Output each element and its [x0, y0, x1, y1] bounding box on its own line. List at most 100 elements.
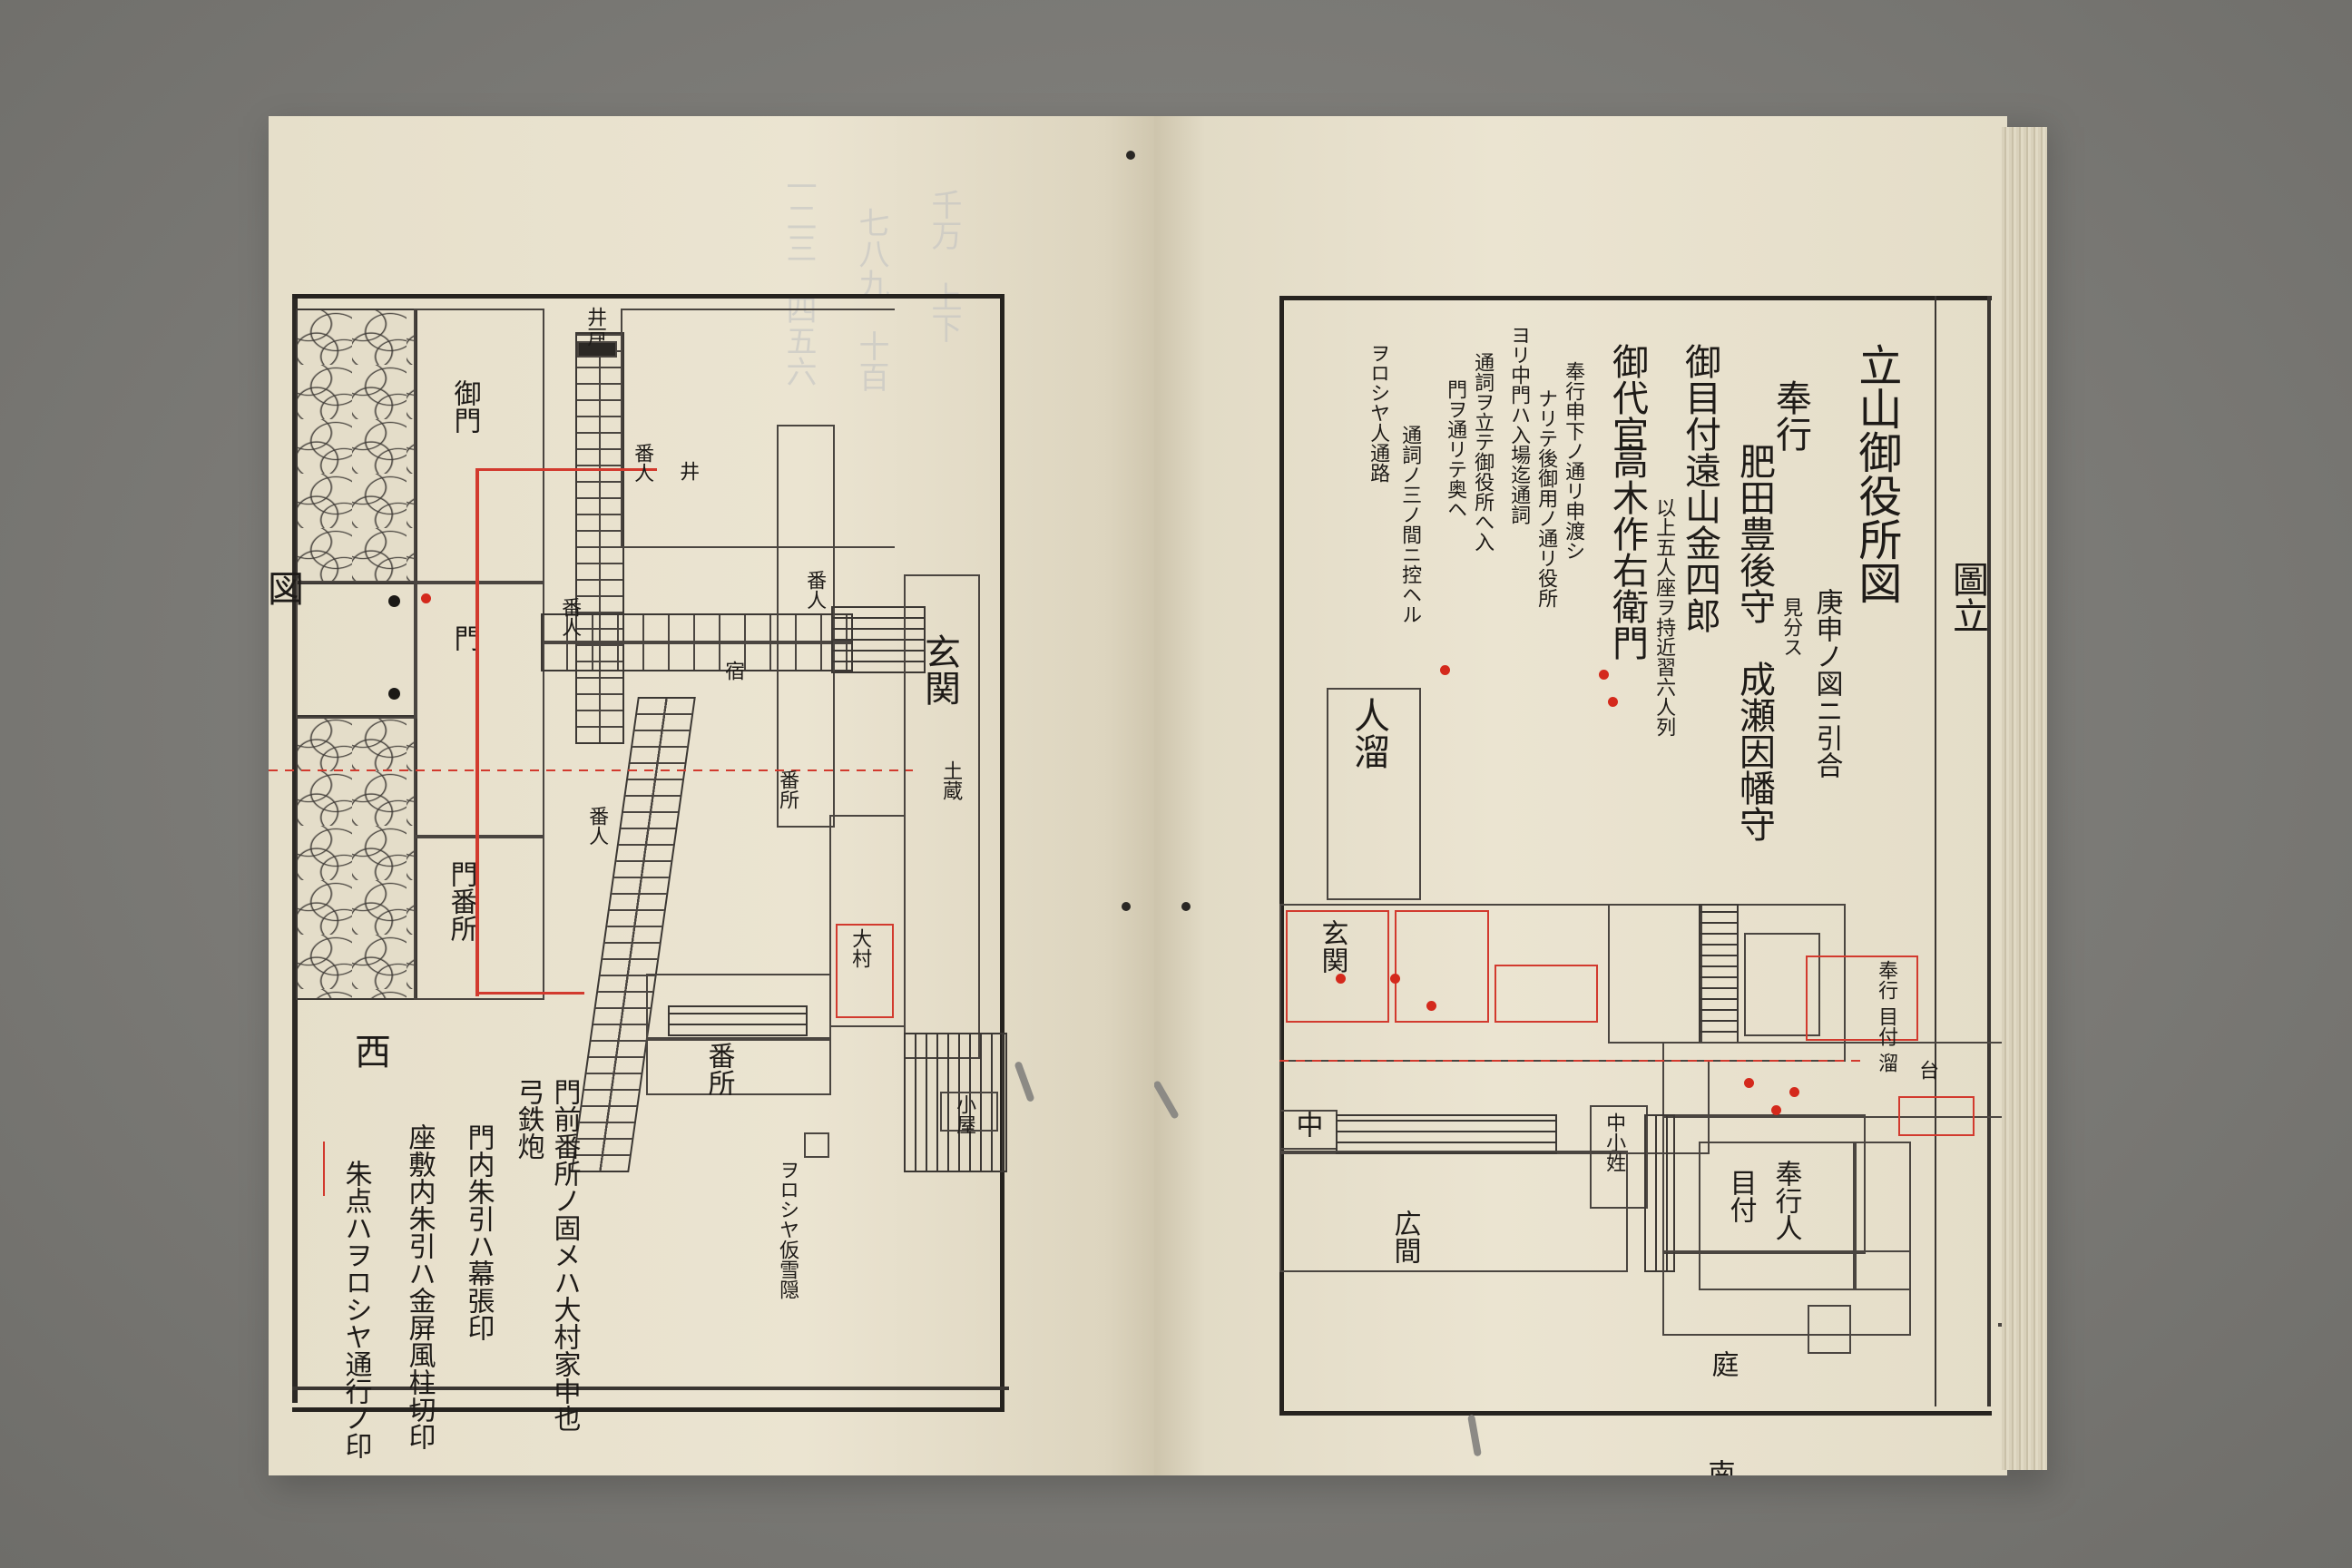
veranda	[1662, 1250, 1911, 1336]
official-role: 奉行	[1769, 379, 1811, 452]
gate-post-dot	[388, 688, 400, 700]
corridor-outline	[777, 425, 835, 828]
small-label: 井戸	[583, 307, 607, 347]
privy-box	[804, 1132, 829, 1158]
left-page: 一二三 四五六 七八九 十百 千万 上下 御門 門 門番所 井戸 玄関 土蔵	[269, 116, 1158, 1475]
red-route-dot	[1608, 697, 1618, 707]
small-label: 番人	[558, 597, 582, 637]
small-label: 大村	[848, 928, 872, 968]
red-curtain-line	[475, 470, 479, 996]
frame-right-rule	[1987, 296, 1991, 1406]
note-text: 奉行申下ノ通リ申渡シ	[1562, 361, 1585, 561]
gate-pillar-box	[296, 581, 417, 719]
spacer	[1998, 1323, 2002, 1327]
room-label: 門番所	[445, 860, 477, 942]
corridor-right	[1662, 1042, 2007, 1118]
right-page: 圖立 立山御役所図 奉行 肥田豊後守 成瀬因幡守 庚申ノ図ニ引合 見分ス 御目付…	[1154, 116, 2007, 1475]
gate-house-upper	[414, 309, 544, 584]
note-text: 庚申ノ図ニ引合	[1810, 588, 1843, 779]
waiting-room	[1327, 688, 1421, 900]
paper-tear	[1014, 1061, 1035, 1102]
storehouse	[829, 815, 906, 1027]
room-label: 奉行 目付 溜	[1875, 960, 1898, 1073]
page-edge-stack	[2002, 127, 2047, 1470]
small-label: 番人	[585, 806, 609, 846]
official-names: 高木作右衛門	[1606, 443, 1648, 661]
paper-tear	[1467, 1414, 1482, 1457]
note-text: 以上五人座ヲ持近習六人列	[1652, 497, 1676, 737]
gatekeeper-house	[414, 835, 544, 1000]
binding-hole	[1181, 902, 1191, 911]
note-text: 門ヲ通リテ奥ヘ	[1444, 379, 1467, 519]
red-room	[1494, 965, 1598, 1023]
room-label: 目付	[1724, 1169, 1757, 1223]
room-label: 奉行人	[1769, 1160, 1802, 1241]
red-marked-room	[836, 924, 894, 1018]
red-route-dashed	[269, 769, 913, 771]
koya-box	[940, 1092, 998, 1132]
official-role: 御代官	[1606, 343, 1648, 452]
side-room	[1853, 1142, 1911, 1290]
red-curtain-line	[475, 992, 584, 995]
room-label: 玄関	[1316, 919, 1348, 974]
note-text: ヨリ中門ハ入場迄通詞	[1507, 325, 1531, 524]
official-role: 御目付	[1679, 343, 1720, 452]
small-label: 番人	[631, 443, 654, 483]
compass-label: 西	[348, 1033, 390, 1069]
room-label: 中	[1290, 1111, 1323, 1138]
frame-bottom-rule	[292, 1387, 1009, 1390]
red-route-dot	[1426, 1001, 1436, 1011]
red-room	[1898, 1096, 1975, 1136]
red-route-dot	[1789, 1087, 1799, 1097]
compass-label: 南	[1702, 1459, 1735, 1475]
note-text: 通詞ノ三ノ間ニ控ヘル	[1398, 425, 1422, 624]
show-through-text: 七八九 十百	[853, 207, 889, 392]
small-label: 土蔵	[939, 760, 963, 800]
note-text: 見分ス	[1779, 597, 1803, 657]
legend-line: 弓鉄炮	[512, 1078, 544, 1160]
official-names: 遠山金四郎	[1679, 452, 1720, 633]
room-label: 小屋	[953, 1094, 976, 1134]
red-route-dot	[1390, 974, 1400, 984]
show-through-text: 千万 上下	[926, 189, 962, 343]
binding-hole	[1122, 902, 1131, 911]
red-route-dashed	[1279, 1060, 1860, 1062]
room-label: 台	[1916, 1060, 1939, 1080]
binding-hole	[1126, 151, 1135, 160]
frame-inner-rule	[1935, 296, 1936, 1406]
red-route-dot	[1599, 670, 1609, 680]
gate-post-dot	[388, 595, 400, 607]
small-label: 番所	[776, 769, 799, 809]
margin-label: 圖立	[1946, 561, 1988, 633]
room	[1608, 904, 1702, 1044]
room-label: 広間	[1388, 1210, 1421, 1264]
room-label: 門	[448, 624, 481, 652]
small-label: 井	[676, 461, 700, 481]
courtyard-outline	[621, 309, 895, 548]
hall-lower	[1279, 1151, 1628, 1272]
red-route-dot	[1440, 665, 1450, 675]
note-text: ナリテ後御用ノ通リ役所	[1534, 388, 1558, 608]
room	[1744, 933, 1820, 1036]
bansho-building	[646, 974, 831, 1041]
legend-red-mark	[323, 1142, 325, 1196]
red-route-dot	[1771, 1105, 1781, 1115]
basin-box	[1808, 1305, 1851, 1354]
red-room	[1806, 956, 1918, 1041]
small-label: 番人	[803, 570, 827, 610]
map-frame	[1279, 296, 1992, 1416]
garden-label: 庭	[1706, 1350, 1739, 1377]
legend-line: 門内朱引ハ幕張印	[462, 1123, 495, 1341]
stairs	[831, 606, 926, 673]
show-through-text: 一二三 四五六	[780, 171, 817, 387]
legend-line: 朱点ハヲロシヤ通行ノ印	[339, 1160, 372, 1459]
stone-wall-lower	[296, 715, 417, 1000]
paper-tear	[1154, 1080, 1180, 1120]
red-route-dot	[1744, 1078, 1754, 1088]
room-label: 御門	[448, 379, 481, 434]
bugyo-room	[1699, 1142, 1857, 1290]
well-cap	[577, 341, 617, 358]
room-label: 人溜	[1348, 697, 1389, 769]
official-names: 肥田豊後守 成瀬因幡守	[1733, 443, 1775, 842]
